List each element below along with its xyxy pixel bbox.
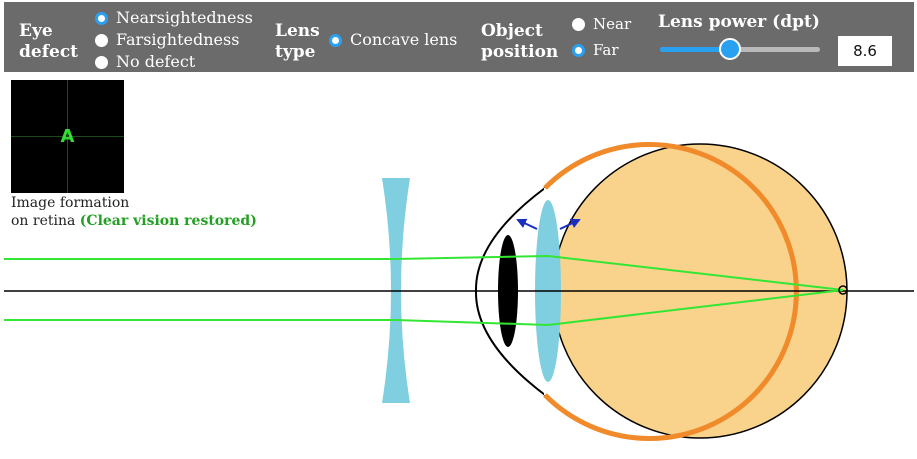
eye-defect-title-line1: Eye bbox=[19, 21, 53, 41]
radio-button-icon[interactable] bbox=[572, 43, 585, 57]
focal-point bbox=[838, 285, 848, 295]
control-toolbar: Eye defect Nearsightedness Farsightednes… bbox=[4, 2, 914, 72]
radio-button-icon[interactable] bbox=[95, 33, 108, 47]
radio-label: Farsightedness bbox=[116, 30, 240, 49]
lens-type-title-line2: type bbox=[275, 42, 316, 62]
eye-defect-title-line2: defect bbox=[19, 42, 79, 62]
lens-power-slider[interactable] bbox=[660, 38, 820, 60]
accommodation-arrow-left-icon bbox=[516, 218, 538, 230]
lens-power-title: Lens power (dpt) bbox=[658, 12, 820, 32]
lens-type-title: Lens type bbox=[275, 21, 320, 63]
lens-type-title-line1: Lens bbox=[275, 21, 320, 41]
retina-image-letter: A bbox=[61, 126, 75, 147]
object-position-title-line1: Object bbox=[481, 21, 543, 41]
radio-label: Concave lens bbox=[350, 30, 458, 49]
eye-defect-title: Eye defect bbox=[19, 21, 78, 63]
object-position-title: Object position bbox=[481, 21, 558, 63]
retina-caption-line2: on retina (Clear vision restored) bbox=[11, 212, 311, 230]
retina-image-preview: A bbox=[11, 80, 124, 193]
object-position-title-line2: position bbox=[481, 42, 559, 62]
slider-fill bbox=[660, 47, 731, 52]
radio-concave-lens[interactable]: Concave lens bbox=[329, 30, 457, 50]
radio-label: Near bbox=[593, 15, 632, 33]
radio-button-icon[interactable] bbox=[329, 33, 342, 47]
retina-image-canvas: A bbox=[11, 80, 124, 193]
light-ray-lower bbox=[4, 289, 844, 327]
radio-farsightedness[interactable]: Farsightedness bbox=[95, 30, 239, 50]
radio-nearsightedness[interactable]: Nearsightedness bbox=[95, 8, 253, 28]
retina-caption-line2-text: on retina bbox=[11, 213, 76, 229]
radio-label: No defect bbox=[116, 52, 196, 71]
retina-caption: Image formation on retina (Clear vision … bbox=[11, 194, 311, 230]
vision-status: (Clear vision restored) bbox=[79, 213, 257, 229]
radio-no-defect[interactable]: No defect bbox=[95, 52, 195, 72]
radio-button-icon[interactable] bbox=[95, 11, 108, 25]
radio-near[interactable]: Near bbox=[572, 14, 631, 34]
radio-label: Nearsightedness bbox=[116, 8, 253, 27]
accommodation-arrow-right-icon bbox=[559, 218, 581, 230]
radio-far[interactable]: Far bbox=[572, 40, 619, 60]
lens-power-value[interactable]: 8.6 bbox=[838, 36, 892, 66]
slider-thumb[interactable] bbox=[719, 38, 742, 60]
radio-button-icon[interactable] bbox=[95, 55, 108, 69]
light-ray-upper bbox=[4, 254, 844, 291]
retina-caption-line1: Image formation bbox=[11, 195, 130, 211]
radio-label: Far bbox=[593, 41, 619, 59]
radio-button-icon[interactable] bbox=[572, 17, 585, 31]
